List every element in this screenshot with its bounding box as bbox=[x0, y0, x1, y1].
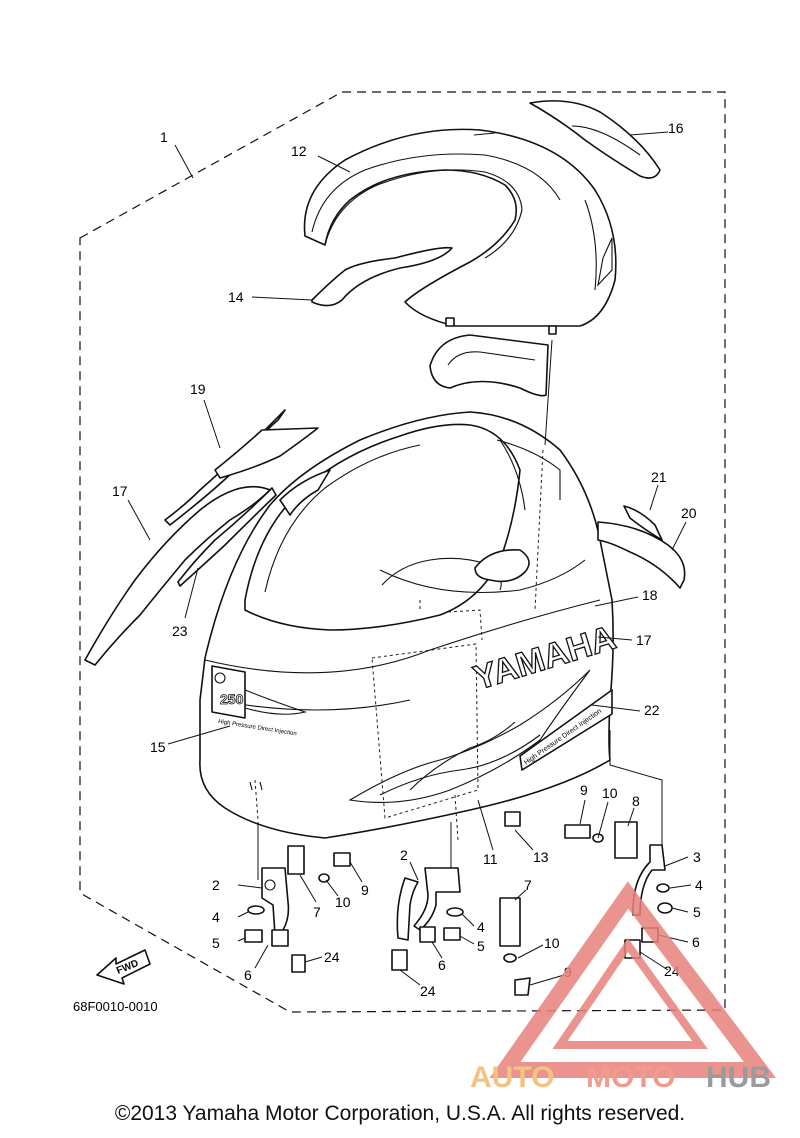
callout-5-right: 5 bbox=[693, 904, 701, 920]
latch-hardware-left bbox=[244, 845, 351, 973]
callout-10-left: 10 bbox=[335, 894, 351, 910]
callout-7-left: 7 bbox=[313, 904, 321, 920]
latch-hardware-center bbox=[391, 867, 531, 996]
strip-part-20 bbox=[597, 521, 686, 589]
callout-8: 8 bbox=[632, 793, 640, 809]
callout-18: 18 bbox=[642, 587, 658, 603]
callout-4-center: 4 bbox=[477, 919, 485, 935]
watermark-auto: AUTO bbox=[470, 1061, 554, 1094]
callout-11: 11 bbox=[483, 851, 498, 867]
watermark-moto: MOTO bbox=[586, 1061, 675, 1094]
callout-5-left: 5 bbox=[212, 935, 220, 951]
callout-7-center: 7 bbox=[524, 877, 532, 893]
callout-6-center: 6 bbox=[438, 957, 446, 973]
watermark-hub: HUB bbox=[706, 1061, 771, 1094]
callout-19: 19 bbox=[190, 381, 206, 397]
copyright-notice: ©2013 Yamaha Motor Corporation, U.S.A. A… bbox=[114, 1102, 686, 1125]
callout-2-center: 2 bbox=[400, 847, 408, 863]
callout-24-left: 24 bbox=[324, 949, 340, 965]
decal-part-19-top bbox=[214, 427, 319, 479]
callout-17-right: 17 bbox=[636, 632, 652, 648]
callout-16: 16 bbox=[668, 120, 684, 136]
callout-15: 15 bbox=[150, 739, 166, 755]
strip-part-21 bbox=[623, 505, 663, 541]
callout-23: 23 bbox=[172, 623, 188, 639]
callout-4-left: 4 bbox=[212, 909, 220, 925]
callout-22: 22 bbox=[644, 702, 660, 718]
callout-21: 21 bbox=[651, 469, 667, 485]
callout-17-left: 17 bbox=[112, 483, 128, 499]
callout-20: 20 bbox=[681, 505, 697, 521]
model-decal-text: 250 bbox=[220, 691, 244, 707]
decal-part-23 bbox=[177, 487, 277, 587]
callout-2-left: 2 bbox=[212, 877, 220, 893]
callout-9-right: 9 bbox=[580, 782, 588, 798]
top-cap-part-12 bbox=[303, 128, 617, 335]
callout-12: 12 bbox=[291, 143, 307, 159]
callout-13: 13 bbox=[533, 849, 549, 865]
callout-4-right: 4 bbox=[695, 877, 703, 893]
automotohub-watermark-logo: AUTO MOTO HUB bbox=[470, 881, 777, 1094]
callout-10-center: 10 bbox=[544, 935, 560, 951]
latch-hardware-right bbox=[504, 811, 673, 959]
callout-1: 1 bbox=[160, 129, 168, 145]
fwd-arrow-icon: FWD bbox=[96, 949, 151, 985]
callout-3: 3 bbox=[693, 849, 701, 865]
callout-labels: 1 12 16 14 19 17 23 21 20 18 17 22 15 11… bbox=[112, 120, 703, 999]
callout-10-right: 10 bbox=[602, 785, 618, 801]
callout-9-left: 9 bbox=[361, 882, 369, 898]
diagram-code: 68F0010-0010 bbox=[73, 999, 158, 1014]
lower-cover: YAMAHA High Pressure Direct Injection 25… bbox=[199, 411, 621, 841]
callout-24-center: 24 bbox=[420, 983, 436, 999]
gasket bbox=[429, 334, 549, 397]
callout-6-right: 6 bbox=[692, 934, 700, 950]
callout-5-center: 5 bbox=[477, 938, 485, 954]
callout-14: 14 bbox=[228, 289, 244, 305]
leader-lines bbox=[127, 131, 692, 986]
strip-part-14 bbox=[311, 246, 453, 307]
callout-6-left: 6 bbox=[244, 967, 252, 983]
spoiler-part-16 bbox=[529, 100, 661, 179]
